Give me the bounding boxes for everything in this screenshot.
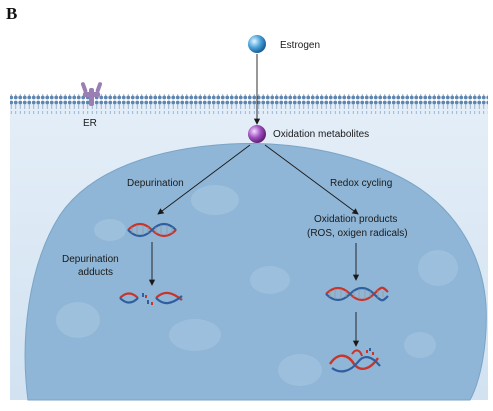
damaged-dna-icon <box>119 291 183 305</box>
cell-membrane <box>10 94 488 114</box>
depurination-adducts-label-line1: Depurination <box>62 254 119 265</box>
metabolite-sphere-icon <box>248 125 266 143</box>
oxidation-products-label-line1: Oxidation products <box>314 214 397 225</box>
depurination-adducts-label-line2: adducts <box>78 267 113 278</box>
nucleus-texture <box>56 185 458 386</box>
dna-helix-icon <box>127 222 177 238</box>
er-label: ER <box>83 118 97 129</box>
estrogen-sphere-icon <box>248 35 266 53</box>
depurination-label: Depurination <box>127 178 184 189</box>
arrow-to-depurination <box>157 144 251 215</box>
damaged-dna-icon <box>329 348 381 373</box>
redox-cycling-label: Redox cycling <box>330 178 392 189</box>
arrow-to-redox <box>264 144 359 215</box>
dna-helix-icon <box>325 286 389 302</box>
oxidation-metabolites-label: Oxidation metabolites <box>273 129 369 140</box>
oxidation-products-label-line2: (ROS, oxigen radicals) <box>307 228 408 239</box>
panel-label: B <box>6 4 17 23</box>
estrogen-receptor-icon <box>80 82 103 106</box>
estrogen-label: Estrogen <box>280 40 320 51</box>
